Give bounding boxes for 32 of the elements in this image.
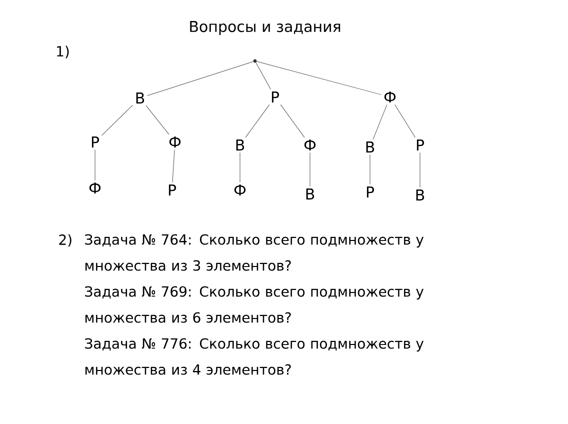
item-number: 1): [57, 46, 69, 58]
tree-line: [101, 104, 133, 136]
tree-letter: В: [366, 142, 374, 152]
tree-letter: Ф: [169, 136, 181, 148]
tree-letter: Ф: [234, 184, 246, 196]
tree-line: [172, 149, 175, 183]
item-number: 2): [59, 234, 72, 247]
tree-letter: Р: [92, 136, 99, 148]
tree-letter: Ф: [89, 182, 101, 194]
tree-line: [372, 104, 388, 140]
tree-line: [280, 104, 305, 138]
tree-letter: Р: [366, 186, 374, 198]
tree-line: [94, 149, 96, 181]
tree-line: [146, 105, 170, 135]
tree-letter: Р: [272, 92, 279, 102]
task-text: Задача № 769: Сколько всего подмножеств у множества из 6 элементов?: [85, 286, 424, 323]
tree-line: [256, 62, 271, 90]
tree-letter: В: [136, 92, 144, 104]
tree-letter: Р: [416, 140, 424, 150]
tree-line: [256, 61, 382, 95]
title: Вопросы и задания: [190, 20, 340, 36]
tree-line: [147, 61, 254, 96]
tree-letter: Ф: [304, 140, 316, 150]
tree-letter: В: [236, 140, 244, 150]
tree-letter: Ф: [384, 92, 396, 102]
tree-letter: В: [306, 188, 314, 200]
tree-letter: Р: [168, 184, 176, 196]
tree-line: [245, 104, 270, 138]
tree-letter: В: [416, 190, 424, 200]
task-text: Задача № 776: Сколько всего подмножеств у множества из 4 элементов?: [85, 338, 424, 375]
tree-line: [394, 104, 416, 138]
task-text: Задача № 764: Сколько всего подмножеств у множества из 3 элементов?: [85, 234, 424, 271]
